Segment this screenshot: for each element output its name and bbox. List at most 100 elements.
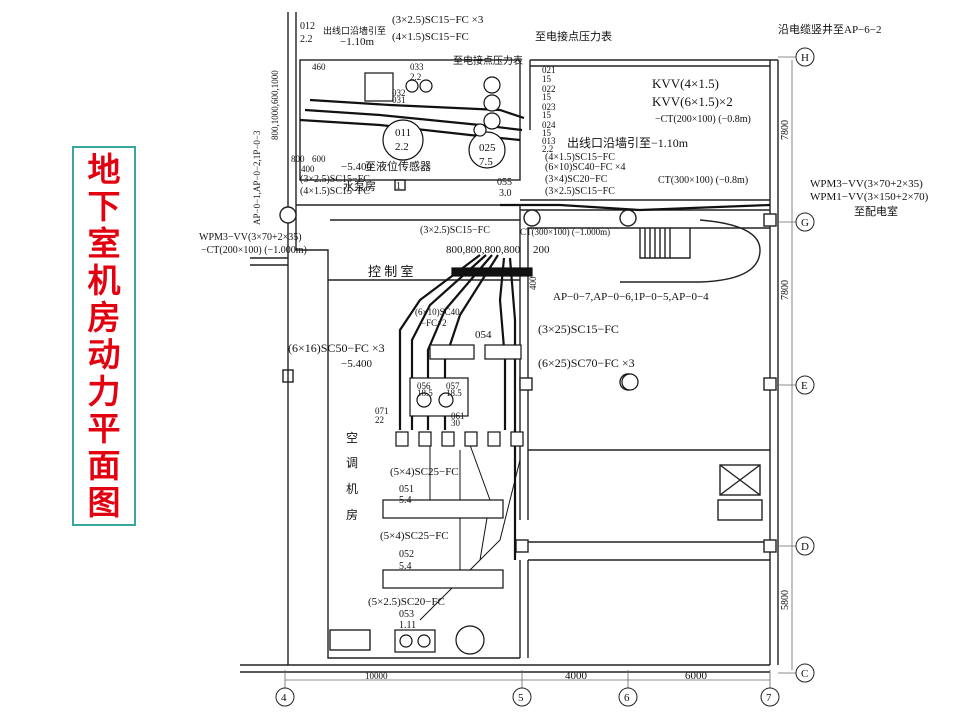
plan-label: 15 xyxy=(542,110,552,120)
plan-label: KVV(6×1.5)×2 xyxy=(652,94,733,109)
plan-label: −1.10m xyxy=(340,36,374,48)
axis-label: 6 xyxy=(624,692,630,704)
plan-label: 2.2 xyxy=(395,141,409,153)
plan-label: (3×25)SC15−FC xyxy=(538,322,619,336)
plan-label: 2.2 xyxy=(410,72,421,82)
axis-label: 7 xyxy=(766,692,772,704)
plan-label: 至配电室 xyxy=(854,204,898,218)
plan-label: 056 xyxy=(417,381,431,391)
plan-label: 4000 xyxy=(565,670,588,682)
floor-plan: 012 2.2 出线口沿墙引至−1.10m (3×2.5)SC15−FC ×3 (4×1… xyxy=(199,12,929,707)
plan-label: 400 xyxy=(528,276,538,290)
plan-label: −FC×2 xyxy=(421,318,447,328)
plan-label: 200 xyxy=(533,244,550,256)
plan-label: 1.11 xyxy=(399,620,416,631)
plan-label: −CT(200×100) (−1.000m) xyxy=(201,245,307,256)
plan-label: (3×2.5)SC15−FC xyxy=(420,225,490,236)
plan-label: 033 xyxy=(410,62,424,72)
plan-label: 至液位传感器 xyxy=(365,159,431,173)
plan-label: (6×10)SC40 xyxy=(415,307,460,317)
plan-label: 052 xyxy=(399,549,414,560)
plan-label: 2.2 xyxy=(300,34,313,45)
plan-label: 10000 xyxy=(365,671,388,681)
plan-label: (6×16)SC50−FC ×3 xyxy=(288,341,385,355)
plan-label: 15 xyxy=(542,128,552,138)
plan-label: 051 xyxy=(399,484,414,495)
plan-label: 1 xyxy=(396,181,401,192)
axis-bubbles xyxy=(275,47,815,707)
slide-title-char: 力 xyxy=(87,372,121,411)
plan-label: 022 xyxy=(542,84,556,94)
plan-label: 18.5 xyxy=(446,388,462,398)
plan-label: CT(300×100) (−0.8m) xyxy=(658,175,748,186)
plan-label: (6×10)SC40−FC ×4 xyxy=(545,162,626,173)
plan-label: 22 xyxy=(375,415,384,425)
plan-label: 至电接点压力表 xyxy=(453,54,523,67)
slide-title-char: 图 xyxy=(87,483,121,522)
plan-label: (5×4)SC25−FC xyxy=(390,466,459,478)
plan-label: 5.4 xyxy=(399,561,412,572)
plan-label: (3×2.5)SC15−FC ×3 xyxy=(392,14,484,26)
slide-title-char: 面 xyxy=(87,446,121,485)
plan-label: KVV(4×1.5) xyxy=(652,76,719,91)
plan-label: 7800 xyxy=(780,120,791,140)
plan-label: (4×1.5)SC15−FC xyxy=(300,186,370,197)
plan-label: 18.5 xyxy=(417,388,433,398)
plan-label: (3×2.5)SC15−FC xyxy=(545,186,615,197)
plan-label: 7.5 xyxy=(479,156,493,168)
plan-label: 800 xyxy=(291,154,305,164)
plan-label: 15 xyxy=(542,74,552,84)
plan-label: 800,800,800,800 xyxy=(446,244,521,256)
plan-label: 5800 xyxy=(780,590,791,610)
plan-label: 031 xyxy=(392,95,406,105)
plan-label: 460 xyxy=(312,62,326,72)
slide-title-char: 室 xyxy=(87,224,121,263)
plan-label: 054 xyxy=(475,329,492,341)
plan-label: 011 xyxy=(395,127,411,139)
axis-label: D xyxy=(801,541,809,553)
plan-label: 控 制 室 xyxy=(368,264,414,279)
plan-label: 071 xyxy=(375,406,389,416)
plan-label: AP−0−1,AP−0−2,1P−0−3 xyxy=(252,130,262,225)
plan-label: 15 xyxy=(542,92,552,102)
plan-label: 调 xyxy=(346,456,358,470)
grid-axis-lines xyxy=(284,56,800,690)
plan-label: 水泵房 xyxy=(343,180,376,193)
plan-label: WPM1−VV(3×150+2×70) xyxy=(810,191,929,203)
plan-label: −5.400 xyxy=(341,358,372,370)
plan-label: 013 xyxy=(542,136,556,146)
plan-label: 061 xyxy=(451,411,465,421)
plan-label: 025 xyxy=(479,142,496,154)
plan-label: WPM3−VV(3×70+2×35) xyxy=(810,178,923,190)
plan-label: CT(300×100) (−1.000m) xyxy=(520,227,610,237)
plan-label: 空 xyxy=(346,431,358,445)
plan-label: 沿电缆竖井至AP−6−2 xyxy=(778,22,881,36)
plan-label: 800,1000,600,1000 xyxy=(270,70,280,140)
plan-label: (5×4)SC25−FC xyxy=(380,530,449,542)
plan-label: 055 xyxy=(497,177,512,188)
plan-label: 024 xyxy=(542,120,556,130)
plan-label: 至电接点压力表 xyxy=(535,29,612,43)
plan-label: AP−0−7,AP−0−6,1P−0−5,AP−0−4 xyxy=(553,291,709,303)
plan-label: 机 xyxy=(346,482,358,496)
plan-label: (6×25)SC70−FC ×3 xyxy=(538,356,635,370)
plan-label: 057 xyxy=(446,381,460,391)
plan-label: 30 xyxy=(451,418,461,428)
axis-label: C xyxy=(801,668,808,680)
plan-label: 房 xyxy=(346,507,358,522)
plan-label: −CT(200×100) (−0.8m) xyxy=(655,114,751,125)
slide-title-char: 下 xyxy=(87,187,121,226)
plan-label: 出线口沿墙引至−1.10m xyxy=(567,136,689,150)
plan-label: (3×2.5)SC15−FC xyxy=(300,174,370,185)
plan-label: 7800 xyxy=(780,280,791,300)
plan-label: 出线口沿墙引至 xyxy=(323,25,386,36)
plan-label: 600 xyxy=(312,154,326,164)
plan-label: 012 xyxy=(300,21,315,32)
plan-label: 3.0 xyxy=(499,188,512,199)
axis-label: 5 xyxy=(518,692,524,704)
slide-title-char: 平 xyxy=(87,409,121,448)
plan-label: 6000 xyxy=(685,670,708,682)
plan-label: (4×1.5)SC15−FC xyxy=(545,152,615,163)
slide-title-char: 动 xyxy=(87,335,121,374)
